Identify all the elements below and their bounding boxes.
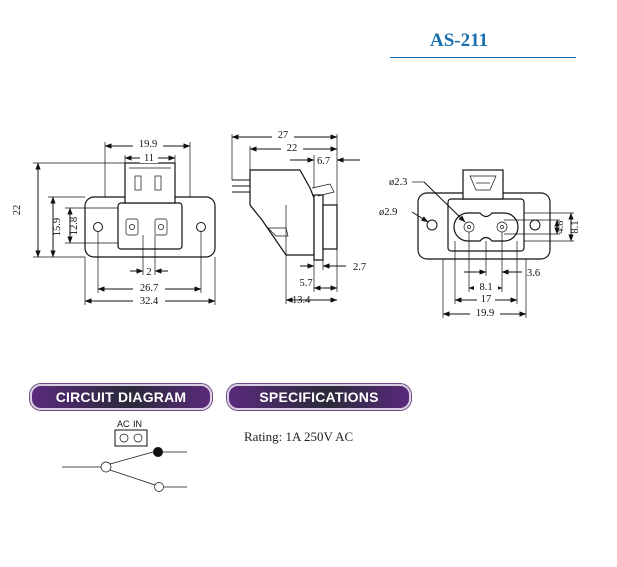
contact-open (154, 482, 164, 492)
specifications-heading: SPECIFICATIONS (227, 384, 411, 410)
dim-side-d-tab: 6.7 (317, 156, 330, 167)
front-mount-hole-right (196, 222, 206, 232)
dim-end-d-hole: ø2.9 (379, 207, 397, 218)
dim-front-h-inner: 12.8 (69, 217, 80, 235)
model-title: AS-211 (430, 30, 489, 51)
dim-end-w-cl: 3.6 (527, 268, 540, 279)
dim-end-d-pin: ø2.3 (389, 177, 407, 188)
switch-alt-path (109, 469, 156, 486)
dim-side-d-body: 22 (287, 143, 298, 154)
front-body (117, 202, 183, 250)
side-view: 27 22 6.7 2.7 5.7 13.4 (231, 129, 366, 306)
label-ac: AC (117, 419, 130, 429)
terminal-ac (119, 433, 129, 443)
side-flange (313, 194, 324, 261)
dim-front-w-inner: 11 (144, 153, 154, 164)
switch-lever (109, 451, 154, 465)
front-top-tab (124, 162, 176, 204)
end-socket-face (453, 212, 519, 242)
end-mount-hole-left (426, 219, 438, 231)
dim-end-h-slot: 4.8 (555, 220, 566, 233)
dim-front-h-mid: 15.9 (52, 218, 63, 236)
rating-text: Rating: 1A 250V AC (244, 429, 354, 444)
switch-pivot (100, 461, 112, 473)
dim-front-w-total: 32.4 (140, 296, 159, 307)
front-pin-left (129, 224, 135, 230)
side-rear-body (249, 169, 315, 256)
end-view: ø2.3 ø2.9 4.8 8.1 3.6 8.1 17 19.9 (379, 169, 581, 319)
terminal-in (133, 433, 143, 443)
dim-front-pin-gap: 2 (146, 267, 151, 278)
circuit-diagram: AC IN (62, 419, 187, 492)
dim-end-w-face: 17 (481, 294, 492, 305)
dim-end-w-total: 19.9 (476, 308, 494, 319)
dim-end-h-face: 8.1 (570, 220, 581, 233)
front-view: 19.9 11 22 15.9 12.8 2 26.7 32.4 (12, 138, 216, 307)
side-front-face (322, 204, 338, 250)
dim-side-d-front: 13.4 (292, 295, 311, 306)
ac-in-terminal-box (114, 429, 148, 447)
dim-front-w-top: 19.9 (139, 139, 157, 150)
dim-front-h-total: 22 (12, 205, 23, 216)
end-top-latch (462, 169, 504, 200)
dim-end-w-pins: 8.1 (479, 282, 492, 293)
dim-side-d-face: 5.7 (299, 278, 312, 289)
dim-front-w-holes: 26.7 (140, 283, 158, 294)
title-underline (390, 57, 576, 58)
front-mount-hole-left (93, 222, 103, 232)
dim-side-d-total: 27 (278, 130, 289, 141)
label-in: IN (133, 419, 142, 429)
contact-closed (153, 447, 163, 457)
circuit-diagram-heading: CIRCUIT DIAGRAM (30, 384, 212, 410)
dim-side-t-flange: 2.7 (353, 262, 366, 273)
front-pin-right (158, 224, 164, 230)
